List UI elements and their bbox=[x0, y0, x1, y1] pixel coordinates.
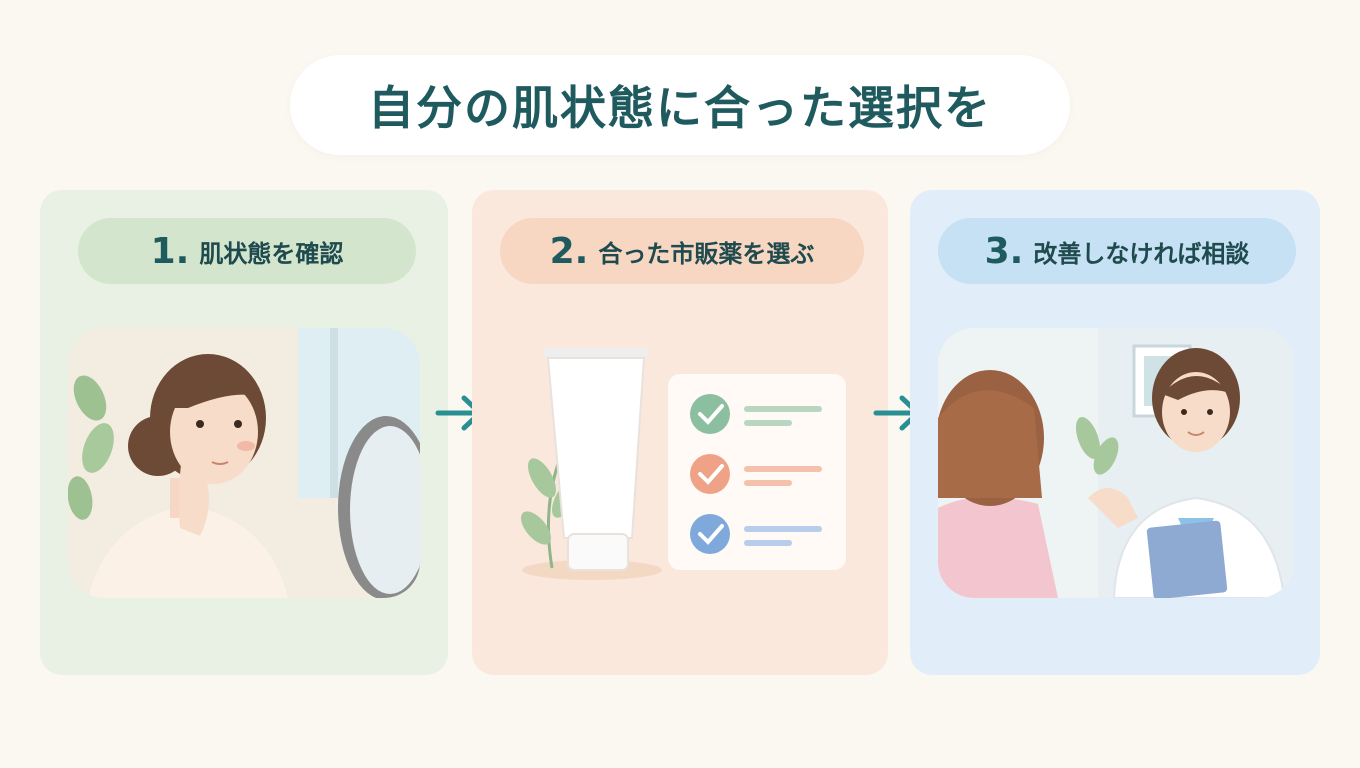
title-banner: 自分の肌状態に合った選択を bbox=[290, 55, 1070, 155]
step-1-header: 1. 肌状態を確認 bbox=[78, 218, 416, 284]
step-1-illustration bbox=[68, 328, 420, 598]
plant-icon bbox=[1075, 417, 1119, 475]
step-2-illustration bbox=[492, 328, 868, 598]
step-3-number: 3. bbox=[984, 230, 1024, 272]
step-3-card: 3. 改善しなければ相談 bbox=[910, 190, 1320, 675]
patient-figure bbox=[938, 370, 1058, 598]
step-1-number: 1. bbox=[150, 230, 190, 272]
step-1-label: 肌状態を確認 bbox=[199, 239, 344, 268]
plant-icon bbox=[68, 375, 114, 520]
check-icon bbox=[690, 394, 730, 434]
checklist-card bbox=[668, 374, 846, 570]
check-icon bbox=[690, 514, 730, 554]
step-2-label: 合った市販薬を選ぶ bbox=[598, 239, 815, 268]
step-3-illustration bbox=[938, 328, 1294, 598]
mirror-icon bbox=[338, 416, 420, 598]
doctor-figure bbox=[1088, 348, 1286, 598]
step-2-number: 2. bbox=[549, 230, 589, 272]
check-icon bbox=[690, 454, 730, 494]
step-2-card: 2. 合った市販薬を選ぶ bbox=[472, 190, 888, 675]
page-title: 自分の肌状態に合った選択を bbox=[368, 81, 992, 135]
step-2-header: 2. 合った市販薬を選ぶ bbox=[500, 218, 864, 284]
cream-tube-icon bbox=[544, 348, 648, 571]
step-1-card: 1. 肌状態を確認 bbox=[40, 190, 448, 675]
step-3-header: 3. 改善しなければ相談 bbox=[938, 218, 1296, 284]
clipboard-icon bbox=[1146, 520, 1228, 598]
woman-figure bbox=[88, 354, 288, 598]
step-3-label: 改善しなければ相談 bbox=[1033, 239, 1250, 268]
